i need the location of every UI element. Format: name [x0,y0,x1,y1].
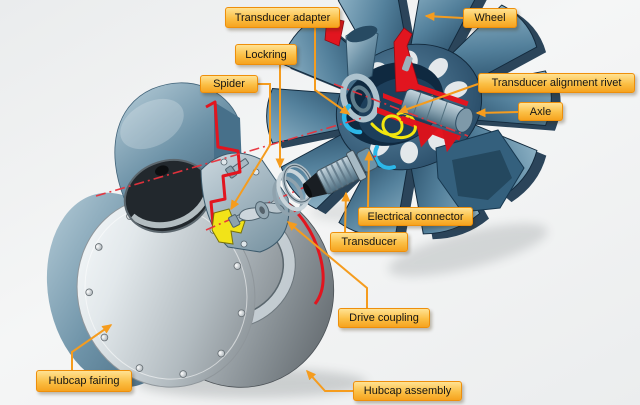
axle-illustration [400,80,525,213]
label-transducer: Transducer [330,232,408,252]
leader-transducer-adapter [314,28,351,115]
leader-layer [71,11,519,392]
leader-axle [475,108,519,118]
leader-electrical-connector [364,150,374,208]
leader-transducer [341,191,351,233]
leader-spider [230,83,271,211]
leader-hubcap-fairing [71,324,113,370]
label-drive-coupling: Drive coupling [338,308,430,328]
label-wheel: Wheel [463,8,517,28]
label-lockring: Lockring [235,44,297,65]
label-hubcap-assembly: Hubcap assembly [353,381,462,401]
hubcap-group [46,82,335,388]
label-transducer-alignment-rivet: Transducer alignment rivet [478,73,635,93]
leader-transducer-alignment-rivet [397,83,479,114]
spider-bore [123,159,213,233]
label-electrical-connector: Electrical connector [358,207,473,226]
spider-cross-section [205,100,242,234]
leader-wheel [424,11,464,21]
label-axle: Axle [518,102,563,121]
label-hubcap-fairing: Hubcap fairing [36,370,132,392]
label-transducer-adapter: Transducer adapter [225,7,340,28]
label-spider: Spider [200,75,258,93]
drive-coupling-seat-highlight [211,208,246,245]
leader-hubcap-assembly [305,369,353,392]
leader-drive-coupling [286,221,368,308]
